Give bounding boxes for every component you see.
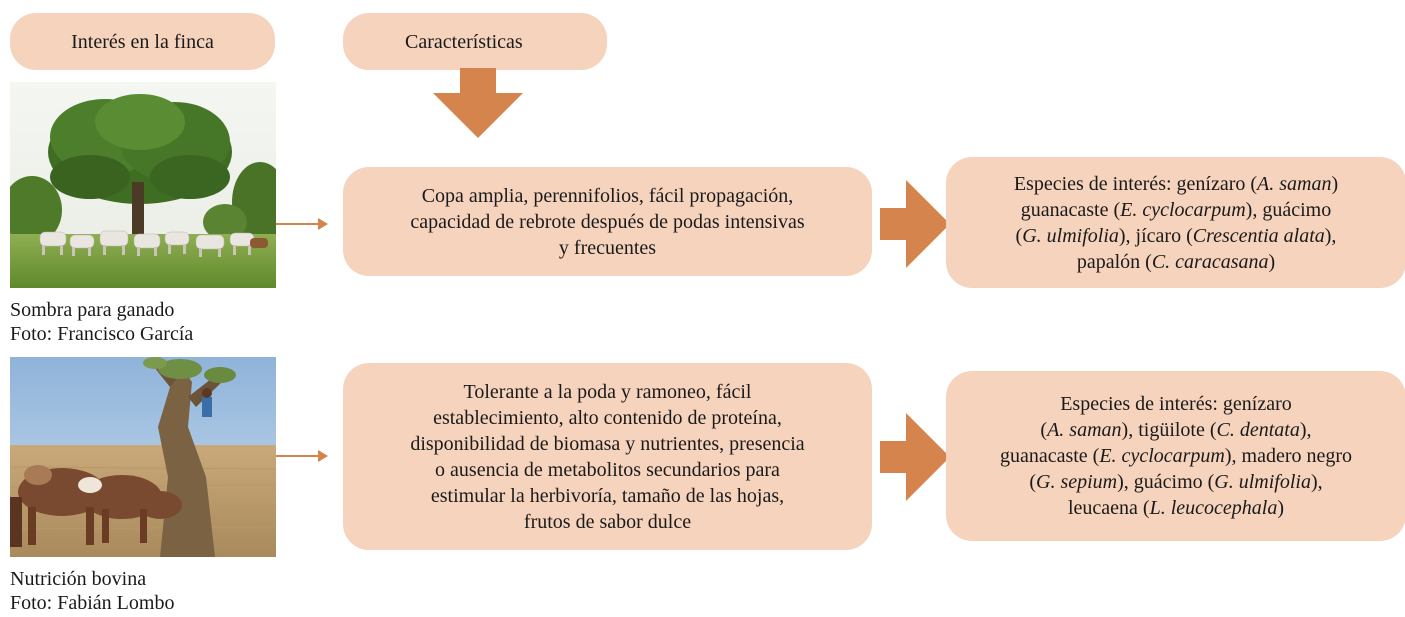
right-arrow-icon bbox=[880, 180, 950, 268]
caption-title-row2: Nutrición bovina bbox=[10, 568, 147, 590]
species-line: guanacaste (E. cyclocarpum), madero negr… bbox=[999, 445, 1353, 467]
right-arrow-icon bbox=[880, 413, 950, 501]
caption-row1: Sombra para ganado Foto: Francisco Garcí… bbox=[10, 298, 193, 346]
char-line: y frecuentes bbox=[558, 236, 657, 259]
caption-row2: Nutrición bovina Foto: Fabián Lombo bbox=[10, 567, 174, 615]
species-line: papalón (C. caracasana) bbox=[1076, 250, 1276, 273]
connector-arrow-icon bbox=[276, 450, 328, 462]
header-interest: Interés en la finca bbox=[10, 13, 275, 70]
species-line: (G. ulmifolia), jícaro (Crescentia alata… bbox=[1015, 224, 1337, 247]
species-line: Especies de interés: genízaro bbox=[1060, 393, 1292, 415]
species-line: guanacaste (E. cyclocarpum), guácimo bbox=[1020, 198, 1332, 221]
connector-arrow-icon bbox=[276, 218, 328, 230]
species-line: leucaena (L. leucocephala) bbox=[1067, 497, 1284, 519]
species-line: Especies de interés: genízaro (A. saman) bbox=[1013, 172, 1339, 195]
species-line: (G. sepium), guácimo (G. ulmifolia), bbox=[1029, 471, 1323, 493]
caption-title-row1: Sombra para ganado bbox=[10, 299, 175, 321]
char-line: capacidad de rebrote después de podas in… bbox=[410, 210, 805, 233]
header-characteristics-label: Características bbox=[405, 30, 523, 53]
cattle-browsing-photo bbox=[10, 357, 276, 557]
species-line: (A. saman), tigüilote (C. dentata), bbox=[1040, 419, 1312, 441]
char-line: establecimiento, alto contenido de prote… bbox=[433, 406, 782, 429]
header-characteristics: Características bbox=[343, 13, 607, 70]
char-line: o ausencia de metabolitos secundarios pa… bbox=[435, 458, 780, 481]
char-line: frutos de sabor dulce bbox=[523, 510, 692, 533]
caption-credit-row1: Foto: Francisco García bbox=[10, 323, 194, 345]
characteristics-box-row2: Tolerante a la poda y ramoneo, fácil est… bbox=[343, 363, 872, 550]
char-line: disponibilidad de biomasa y nutrientes, … bbox=[410, 432, 805, 455]
header-interest-label: Interés en la finca bbox=[71, 30, 214, 53]
char-line: Tolerante a la poda y ramoneo, fácil bbox=[463, 380, 752, 403]
species-box-row2: Especies de interés: genízaro (A. saman)… bbox=[946, 371, 1405, 541]
char-line: Copa amplia, perennifolios, fácil propag… bbox=[421, 184, 794, 207]
caption-credit-row2: Foto: Fabián Lombo bbox=[10, 592, 175, 614]
characteristics-box-row1: Copa amplia, perennifolios, fácil propag… bbox=[343, 167, 872, 276]
char-line: estimular la herbivoría, tamaño de las h… bbox=[430, 484, 785, 507]
species-box-row1: Especies de interés: genízaro (A. saman)… bbox=[946, 157, 1405, 288]
down-arrow-icon bbox=[433, 68, 523, 138]
shade-cattle-photo bbox=[10, 82, 276, 288]
